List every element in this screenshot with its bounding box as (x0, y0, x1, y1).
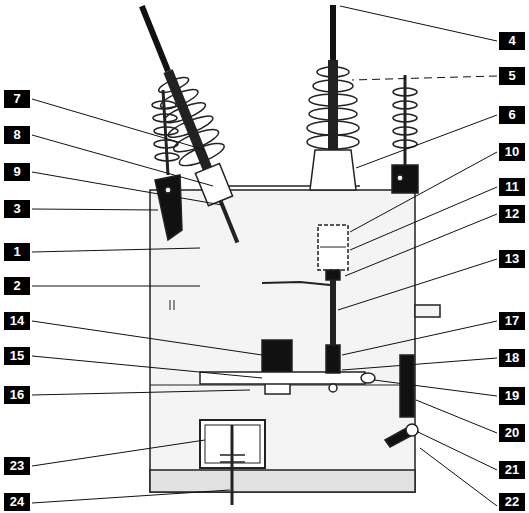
callout-number: 8 (4, 126, 30, 144)
callout-number: 21 (499, 461, 525, 479)
coil-block (262, 340, 292, 372)
callout-number: 23 (4, 457, 30, 475)
callout-number: 11 (499, 178, 525, 196)
callout-number: 4 (499, 32, 525, 50)
callout-number: 19 (499, 387, 525, 405)
callout-number: 18 (499, 349, 525, 367)
callout-number: 7 (4, 90, 30, 108)
callout-number: 2 (4, 277, 30, 295)
callout-number: 16 (4, 386, 30, 404)
callout-number: 15 (4, 347, 30, 365)
centre-bushing (307, 5, 359, 345)
left-bushing (120, 0, 260, 252)
right-surge-insulator (392, 75, 418, 193)
operating-bar (200, 372, 365, 384)
callout-number: 3 (4, 200, 30, 218)
callout-number: 5 (499, 67, 525, 85)
callout-number: 22 (499, 493, 525, 511)
base-plate (150, 470, 415, 492)
callout-number: 24 (4, 493, 30, 511)
callout-number: 6 (499, 106, 525, 124)
callout-number: 9 (4, 163, 30, 181)
left-surge-insulator (152, 90, 182, 240)
side-flange (415, 305, 440, 317)
callout-number: 14 (4, 312, 30, 330)
callout-number: 13 (499, 250, 525, 268)
callout-number: 20 (499, 424, 525, 442)
callout-number: 1 (4, 243, 30, 261)
callout-number: 10 (499, 143, 525, 161)
callout-number: 17 (499, 312, 525, 330)
callout-number: 12 (499, 205, 525, 223)
tank-housing (150, 190, 415, 492)
leader-lines (32, 6, 497, 506)
